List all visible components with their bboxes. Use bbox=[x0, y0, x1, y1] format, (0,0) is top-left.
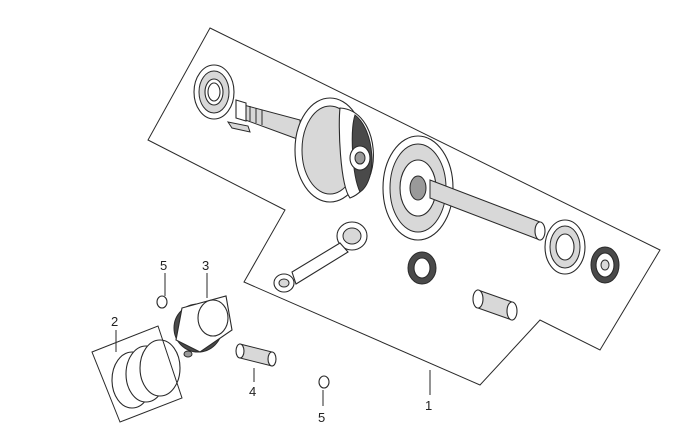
connecting-rod bbox=[273, 221, 368, 293]
circlip-lower bbox=[318, 375, 330, 389]
piston-rings-frame bbox=[91, 325, 183, 423]
callout-3: 3 bbox=[202, 258, 209, 273]
timing-gear bbox=[590, 246, 620, 284]
woodruff-key bbox=[226, 121, 251, 133]
assembly-group-frame bbox=[147, 27, 661, 386]
needle-bearing bbox=[407, 251, 437, 285]
piston-rings bbox=[111, 339, 181, 409]
circlip-upper bbox=[156, 295, 168, 309]
callout-5-upper: 5 bbox=[160, 258, 167, 273]
piston-pin bbox=[235, 343, 277, 367]
left-crank-web bbox=[294, 97, 374, 203]
callout-1: 1 bbox=[425, 398, 432, 413]
callout-5-lower: 5 bbox=[318, 410, 325, 425]
callout-2: 2 bbox=[111, 314, 118, 329]
left-crank-shaft bbox=[235, 99, 301, 141]
left-ball-bearing bbox=[193, 64, 235, 120]
right-ball-bearing bbox=[544, 219, 586, 275]
crank-pin bbox=[472, 289, 518, 321]
right-crank-web bbox=[382, 135, 454, 241]
callout-4: 4 bbox=[249, 384, 256, 399]
right-crank-shaft bbox=[429, 179, 546, 241]
piston bbox=[173, 295, 233, 358]
